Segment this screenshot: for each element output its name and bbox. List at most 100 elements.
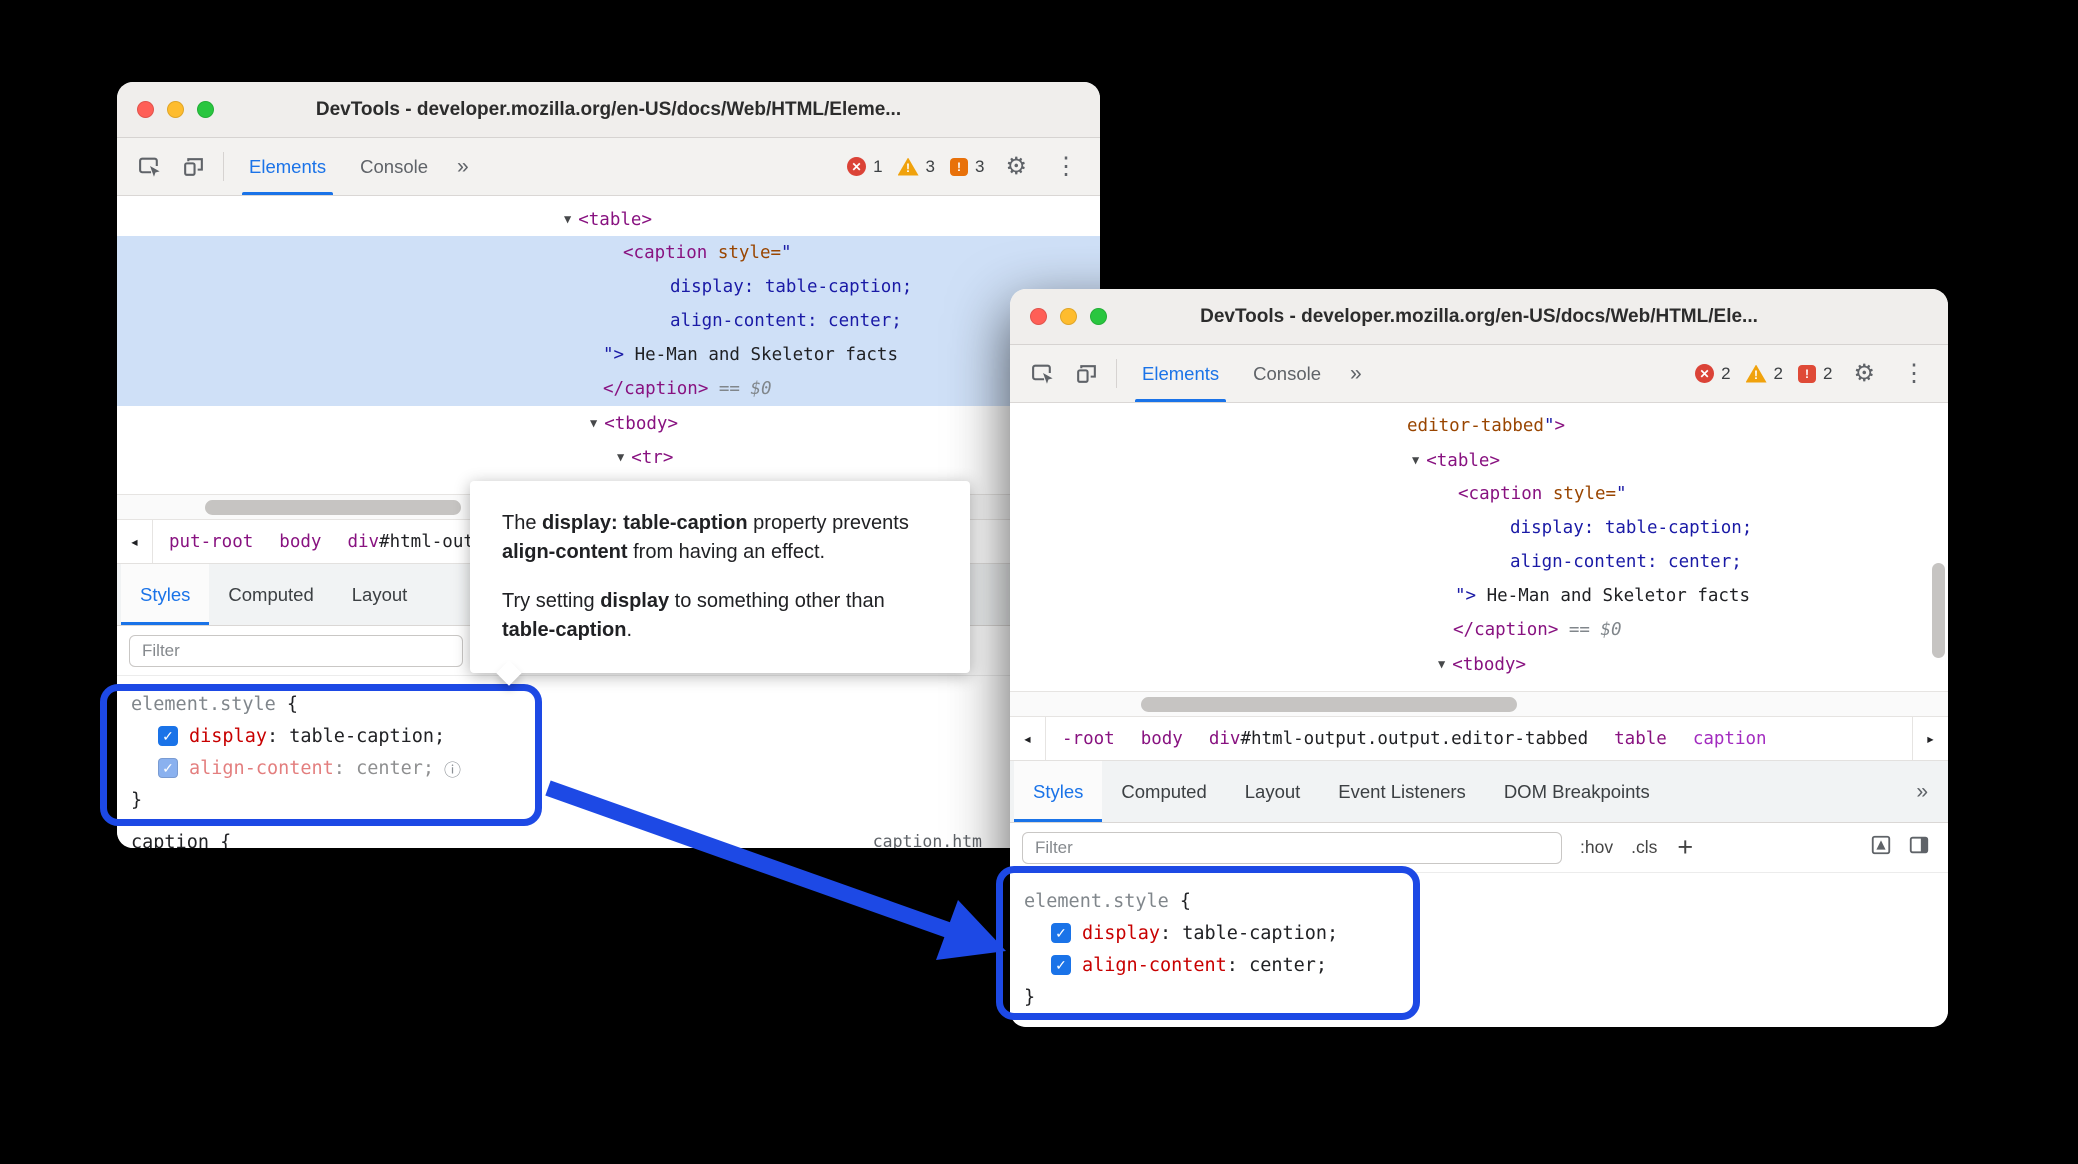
inspect-element-icon[interactable] bbox=[1020, 345, 1064, 402]
inspect-element-icon[interactable] bbox=[127, 138, 171, 195]
tab-console[interactable]: Console bbox=[1253, 362, 1322, 384]
css-property-name[interactable]: align-content bbox=[1082, 954, 1227, 976]
close-button[interactable] bbox=[1030, 308, 1047, 325]
tab-elements[interactable]: Elements bbox=[1125, 345, 1236, 402]
warning-count-badge[interactable]: ! 3 bbox=[897, 157, 935, 177]
property-enabled-checkbox[interactable]: ✓ bbox=[158, 726, 178, 746]
devtools-toolbar: Elements Console » ✕ 2 ! 2 ! 2 ⚙ ⋮ bbox=[1010, 345, 1948, 403]
code-segment: put-root bbox=[169, 531, 254, 552]
dom-tree-node[interactable]: display: table-caption; bbox=[117, 270, 1100, 304]
dom-tree-node[interactable]: "> He-Man and Skeletor facts bbox=[1010, 579, 1948, 613]
class-toggle-button[interactable]: .cls bbox=[1631, 837, 1658, 857]
dom-tree-node[interactable]: display: table-caption; bbox=[1010, 511, 1948, 545]
sidebar-tab-computed[interactable]: Computed bbox=[228, 583, 314, 605]
more-tabs-icon[interactable]: » bbox=[1350, 361, 1362, 385]
css-property-row[interactable]: ✓align-content: center;ⓘ bbox=[131, 752, 1100, 784]
breadcrumb-back-icon[interactable]: ◂ bbox=[117, 520, 153, 563]
sidebar-tab-styles[interactable]: Styles bbox=[1014, 761, 1103, 822]
filter-input[interactable] bbox=[1022, 831, 1562, 864]
dom-tree-node[interactable]: ▼<tr> bbox=[117, 440, 1100, 474]
dom-tree-node[interactable]: <caption style=" bbox=[117, 236, 1100, 270]
close-button[interactable] bbox=[137, 101, 154, 118]
element-style-rule[interactable]: element.style { bbox=[131, 688, 1100, 720]
breadcrumb-item[interactable]: put-root bbox=[169, 532, 253, 552]
window-titlebar[interactable]: DevTools - developer.mozilla.org/en-US/d… bbox=[117, 82, 1100, 138]
vertical-scrollbar-thumb[interactable] bbox=[1932, 563, 1945, 658]
settings-gear-icon[interactable]: ⚙ bbox=[1853, 360, 1875, 387]
code-segment: align-content: center; bbox=[1510, 552, 1742, 572]
dom-tree-node[interactable]: ▼<table> bbox=[1010, 443, 1948, 477]
stylesheet-source-link[interactable]: caption.htm bbox=[872, 832, 982, 848]
breadcrumb-item[interactable]: body bbox=[279, 532, 321, 552]
dom-tree-node[interactable]: </caption> == $0 bbox=[117, 372, 1100, 406]
kebab-menu-icon[interactable]: ⋮ bbox=[1054, 153, 1078, 180]
breadcrumb-item[interactable]: -root bbox=[1062, 729, 1115, 749]
dom-tree-node[interactable]: "> He-Man and Skeletor facts bbox=[117, 338, 1100, 372]
sidebar-tab-layout[interactable]: Layout bbox=[1244, 780, 1301, 802]
issues-count-badge[interactable]: ! 3 bbox=[950, 157, 984, 177]
property-enabled-checkbox[interactable]: ✓ bbox=[1051, 923, 1071, 943]
more-tabs-icon[interactable]: » bbox=[457, 154, 469, 178]
dom-tree-node[interactable]: <caption style=" bbox=[1010, 477, 1948, 511]
dom-tree-node[interactable]: </caption> == $0 bbox=[1010, 613, 1948, 647]
css-property-row[interactable]: ✓display: table-caption; bbox=[1024, 917, 1948, 949]
breadcrumb-item[interactable]: caption bbox=[1693, 729, 1767, 749]
dom-tree-node[interactable]: ▼<tbody> bbox=[117, 406, 1100, 440]
sidebar-tab-layout[interactable]: Layout bbox=[351, 583, 408, 605]
breadcrumb-forward-icon[interactable]: ▸ bbox=[1912, 717, 1948, 760]
css-property-value[interactable]: center; bbox=[356, 757, 435, 779]
window-titlebar[interactable]: DevTools - developer.mozilla.org/en-US/d… bbox=[1010, 289, 1948, 345]
scrollbar-thumb[interactable] bbox=[205, 500, 462, 515]
dom-tree-node[interactable]: ▼<table> bbox=[117, 202, 1100, 236]
dom-tree-node[interactable]: ▼<tr> bbox=[1010, 681, 1948, 691]
hover-state-button[interactable]: :hov bbox=[1580, 837, 1614, 857]
device-toolbar-icon[interactable] bbox=[1064, 345, 1108, 402]
settings-gear-icon[interactable]: ⚙ bbox=[1005, 153, 1027, 180]
zoom-button[interactable] bbox=[197, 101, 214, 118]
sidebar-tab-computed[interactable]: Computed bbox=[1121, 780, 1207, 802]
property-enabled-checkbox[interactable]: ✓ bbox=[1051, 955, 1071, 975]
new-style-rule-button[interactable]: + bbox=[1677, 832, 1694, 862]
breadcrumb-back-icon[interactable]: ◂ bbox=[1010, 717, 1046, 760]
zoom-button[interactable] bbox=[1090, 308, 1107, 325]
horizontal-scrollbar[interactable] bbox=[1010, 691, 1948, 717]
dom-tree-node[interactable]: editor-tabbed"> bbox=[1010, 409, 1948, 443]
filter-input[interactable] bbox=[129, 634, 463, 667]
css-property-value[interactable]: table-caption; bbox=[1182, 922, 1339, 944]
scrollbar-thumb[interactable] bbox=[1141, 697, 1517, 712]
breadcrumb-item[interactable]: div#html-output.output.editor-tabbed bbox=[1209, 729, 1588, 749]
font-editor-icon[interactable] bbox=[1870, 834, 1892, 861]
more-panel-tabs-icon[interactable]: » bbox=[1916, 779, 1928, 803]
css-property-value[interactable]: table-caption; bbox=[289, 725, 446, 747]
kebab-menu-icon[interactable]: ⋮ bbox=[1902, 360, 1926, 387]
breadcrumb-item[interactable]: table bbox=[1614, 729, 1667, 749]
tab-console[interactable]: Console bbox=[360, 155, 429, 177]
element-style-rule[interactable]: element.style { bbox=[1024, 885, 1948, 917]
breadcrumb-item[interactable]: body bbox=[1141, 729, 1183, 749]
issues-count-badge[interactable]: ! 2 bbox=[1798, 364, 1832, 384]
error-count-badge[interactable]: ✕ 1 bbox=[847, 157, 883, 177]
css-property-name[interactable]: align-content bbox=[189, 757, 334, 779]
css-property-name[interactable]: display bbox=[189, 725, 267, 747]
css-property-name[interactable]: display bbox=[1082, 922, 1160, 944]
minimize-button[interactable] bbox=[167, 101, 184, 118]
warning-count-badge[interactable]: ! 2 bbox=[1745, 364, 1783, 384]
tab-elements[interactable]: Elements bbox=[232, 138, 343, 195]
css-property-row[interactable]: ✓align-content: center; bbox=[1024, 949, 1948, 981]
property-enabled-checkbox[interactable]: ✓ bbox=[158, 758, 178, 778]
error-count-badge[interactable]: ✕ 2 bbox=[1695, 364, 1731, 384]
sidebar-tab-event-listeners[interactable]: Event Listeners bbox=[1338, 780, 1466, 802]
computed-sidebar-toggle-icon[interactable] bbox=[1908, 834, 1930, 861]
css-property-value[interactable]: center; bbox=[1249, 954, 1328, 976]
dom-tree-node[interactable]: ▼<tbody> bbox=[1010, 647, 1948, 681]
sidebar-tab-dom-breakpoints[interactable]: DOM Breakpoints bbox=[1503, 780, 1650, 802]
minimize-button[interactable] bbox=[1060, 308, 1077, 325]
info-icon[interactable]: ⓘ bbox=[444, 760, 462, 781]
dom-tree-node[interactable]: align-content: center; bbox=[1010, 545, 1948, 579]
css-property-row[interactable]: ✓display: table-caption; bbox=[131, 720, 1100, 752]
code-segment: $0 bbox=[750, 379, 772, 399]
toolbar-divider bbox=[223, 152, 224, 181]
sidebar-tab-styles[interactable]: Styles bbox=[121, 564, 210, 625]
device-toolbar-icon[interactable] bbox=[171, 138, 215, 195]
dom-tree-node[interactable]: align-content: center; bbox=[117, 304, 1100, 338]
